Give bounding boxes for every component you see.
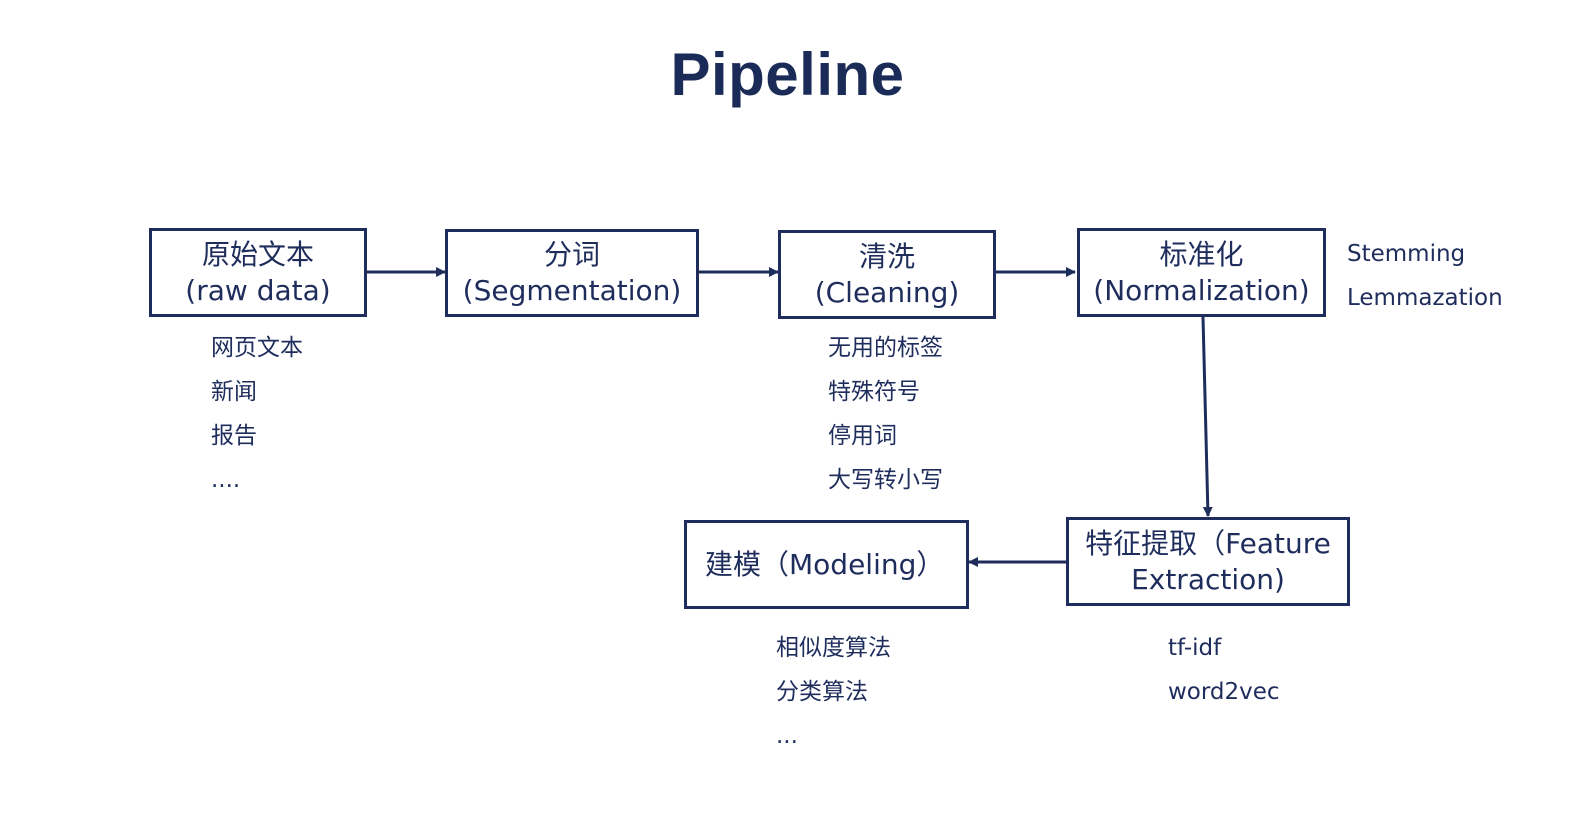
modeling-title: 建模（Modeling） bbox=[705, 547, 945, 581]
segmentation-box: 分词 (Segmentation) bbox=[445, 229, 699, 317]
segmentation-subtitle: (Segmentation) bbox=[462, 274, 682, 307]
cleaning-notes: 无用的标签 特殊符号 停用词 大写转小写 bbox=[828, 326, 943, 502]
list-item: 网页文本 bbox=[211, 335, 303, 361]
list-item: 分类算法 bbox=[776, 679, 868, 705]
feature-extraction-title: 特征提取（Feature bbox=[1085, 526, 1331, 560]
normalization-box: 标准化 (Normalization) bbox=[1077, 228, 1326, 317]
page-title: Pipeline bbox=[670, 41, 905, 108]
raw-data-box: 原始文本 (raw data) bbox=[149, 228, 367, 317]
list-item: 新闻 bbox=[211, 379, 257, 405]
cleaning-box: 清洗 (Cleaning) bbox=[778, 230, 996, 319]
cleaning-title: 清洗 bbox=[858, 239, 915, 273]
feature-extraction-notes: tf-idf word2vec bbox=[1168, 626, 1280, 714]
raw-data-subtitle: (raw data) bbox=[185, 273, 331, 307]
list-item: 停用词 bbox=[828, 423, 897, 449]
list-item: .... bbox=[211, 467, 241, 493]
raw-data-notes: 网页文本 新闻 报告 .... bbox=[211, 326, 303, 502]
list-item: Stemming bbox=[1347, 241, 1466, 267]
list-item: ... bbox=[776, 723, 798, 749]
normalization-notes: Stemming Lemmazation bbox=[1347, 232, 1503, 320]
list-item: 特殊符号 bbox=[828, 379, 920, 405]
raw-data-title: 原始文本 bbox=[201, 237, 314, 271]
normalization-title: 标准化 bbox=[1159, 237, 1244, 271]
arrow-norm-to-feat bbox=[1201, 316, 1213, 517]
list-item: word2vec bbox=[1168, 679, 1280, 705]
segmentation-title: 分词 bbox=[543, 238, 600, 271]
cleaning-subtitle: (Cleaning) bbox=[814, 275, 960, 309]
modeling-box: 建模（Modeling） bbox=[684, 520, 969, 609]
normalization-subtitle: (Normalization) bbox=[1093, 273, 1310, 307]
list-item: tf-idf bbox=[1168, 635, 1222, 661]
list-item: Lemmazation bbox=[1347, 285, 1503, 311]
feature-extraction-box: 特征提取（Feature Extraction) bbox=[1066, 517, 1350, 606]
list-item: 无用的标签 bbox=[828, 335, 943, 361]
list-item: 报告 bbox=[211, 423, 257, 449]
list-item: 大写转小写 bbox=[828, 467, 943, 493]
feature-extraction-subtitle: Extraction) bbox=[1131, 562, 1285, 596]
list-item: 相似度算法 bbox=[776, 635, 891, 661]
modeling-notes: 相似度算法 分类算法 ... bbox=[776, 626, 891, 758]
